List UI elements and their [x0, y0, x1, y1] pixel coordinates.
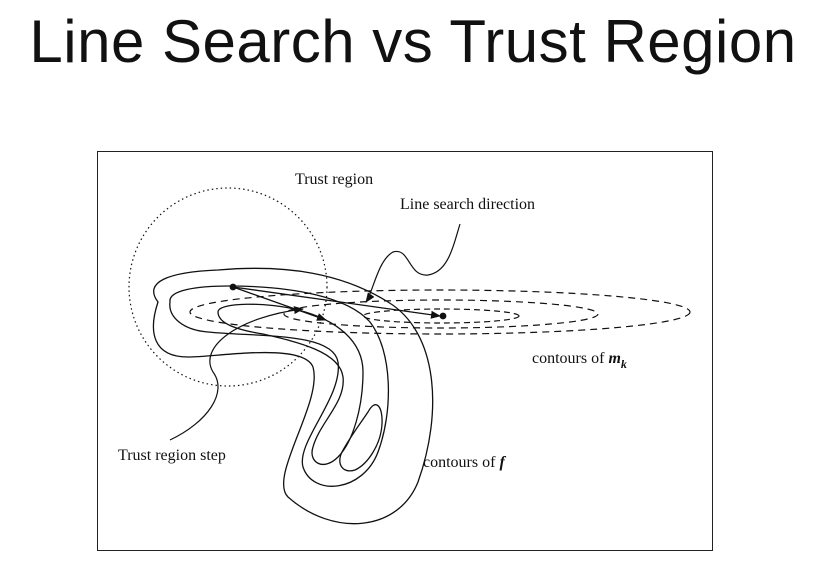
contours-mk-subscript: k	[620, 357, 627, 371]
contour-f-inner	[217, 303, 364, 466]
contour-mk-inner	[362, 308, 520, 324]
contour-mk-middle	[283, 299, 599, 329]
model-minimizer-point	[439, 312, 447, 320]
line-search-step-arrow	[232, 286, 441, 319]
contours-f-prefix: contours of	[423, 454, 500, 471]
contour-f-core	[339, 404, 383, 472]
contour-mk-outer	[189, 289, 691, 335]
contours-f-label: contours of f	[423, 454, 505, 472]
trust-region-step-leader	[169, 306, 304, 441]
line-search-direction-label: Line search direction	[400, 196, 536, 213]
contours-mk-symbol: m	[608, 350, 621, 367]
trust-region-circle	[128, 187, 328, 387]
diagram-figure: Trust region Line search direction conto…	[97, 151, 713, 551]
line-search-leader	[365, 223, 461, 303]
contour-f-middle	[169, 285, 390, 487]
contours-f-symbol: f	[499, 454, 505, 471]
contours-mk-prefix: contours of	[532, 350, 609, 367]
trust-region-label: Trust region	[295, 171, 374, 188]
contour-f-outer	[152, 267, 434, 525]
trust-region-step-label: Trust region step	[118, 447, 226, 464]
trust-region-step-arrow	[232, 286, 327, 321]
contours-mk-label: contours of mk	[532, 350, 627, 371]
diagram-canvas	[128, 187, 691, 525]
slide-title: Line Search vs Trust Region	[29, 8, 797, 75]
